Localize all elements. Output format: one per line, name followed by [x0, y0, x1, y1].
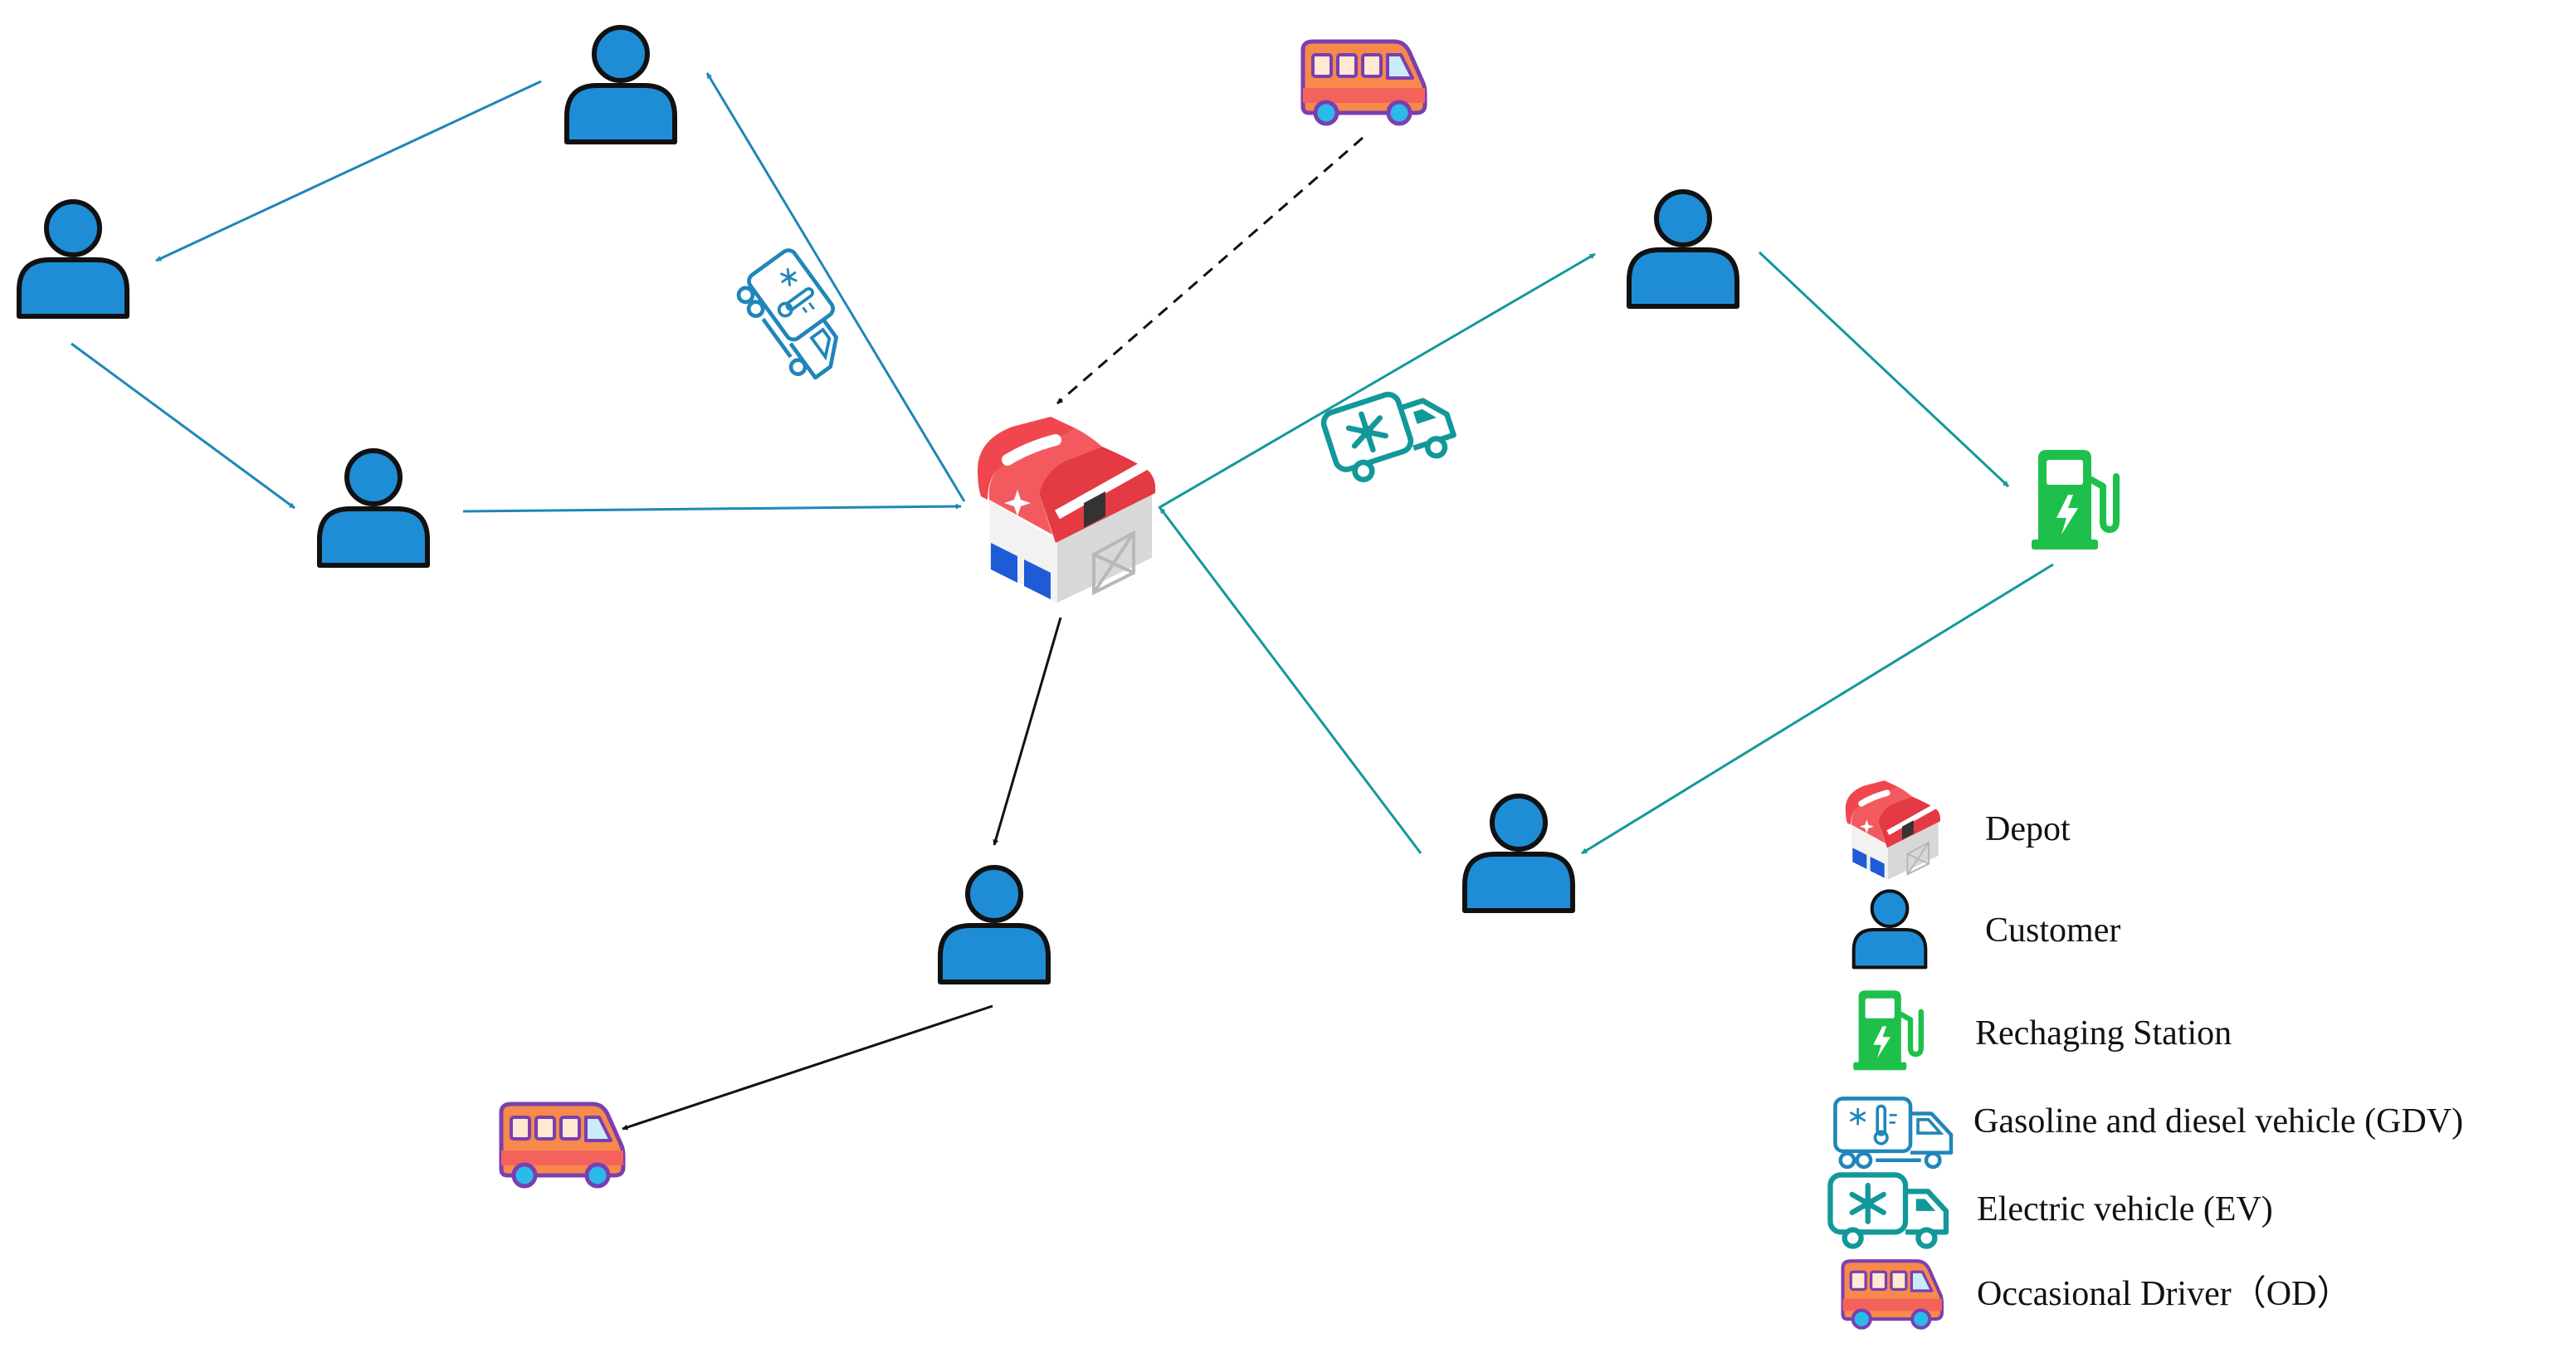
van-icon: [501, 1104, 623, 1186]
van-icon: [1303, 42, 1425, 124]
customer-icon: [567, 27, 675, 142]
legend-depot-icon: [1846, 780, 1940, 879]
refrigerated-truck-thermometer-icon: [733, 247, 861, 387]
legend-customer-icon: [1854, 891, 1926, 967]
depot-icon: [978, 417, 1155, 603]
refrigerated-truck-snowflake-icon: [1321, 379, 1458, 486]
gdv-route-arrow: [462, 503, 962, 513]
gdv-route-arrow: [705, 72, 966, 502]
legend-station-label: Rechaging Station: [1975, 1014, 2232, 1053]
ev-route-arrow: [1159, 507, 1422, 854]
legend-ev-label: Electric vehicle (EV): [1977, 1190, 2273, 1229]
customer-icon: [1465, 796, 1573, 911]
legend-depot-label: Depot: [1985, 810, 2071, 848]
legend-customer-label: Customer: [1985, 911, 2120, 950]
legend-gdv-label: Gasoline and diesel vehicle (GDV): [1973, 1102, 2463, 1141]
od-route-arrow: [993, 617, 1062, 846]
legend-gdv-icon: [1835, 1098, 1951, 1166]
od-route-arrow: [622, 1004, 993, 1131]
legend-ev-icon: [1830, 1175, 1946, 1246]
ev-route-arrow: [1581, 563, 2054, 855]
customer-icon: [940, 867, 1048, 982]
route-arrows: [71, 72, 2054, 1131]
customer-icon: [1629, 192, 1737, 306]
legend-od-label: Occasional Driver（OD）: [1977, 1275, 2351, 1313]
legend-od-icon: [1843, 1261, 1942, 1327]
legend-station-icon: [1853, 990, 1921, 1070]
ev-route-arrow: [1758, 251, 2010, 488]
od-route-arrow: [1056, 136, 1364, 405]
ev-charging-station-icon: [2032, 450, 2116, 550]
legend: Depot Customer Rechaging Station Gasolin…: [1830, 780, 2463, 1327]
customer-icon: [320, 451, 427, 565]
customer-icon: [19, 202, 127, 316]
gdv-route-arrow: [155, 80, 542, 262]
diagram-nodes: [19, 27, 2116, 1186]
ev-route-arrow: [1158, 252, 1596, 510]
gdv-route-arrow: [71, 342, 295, 510]
